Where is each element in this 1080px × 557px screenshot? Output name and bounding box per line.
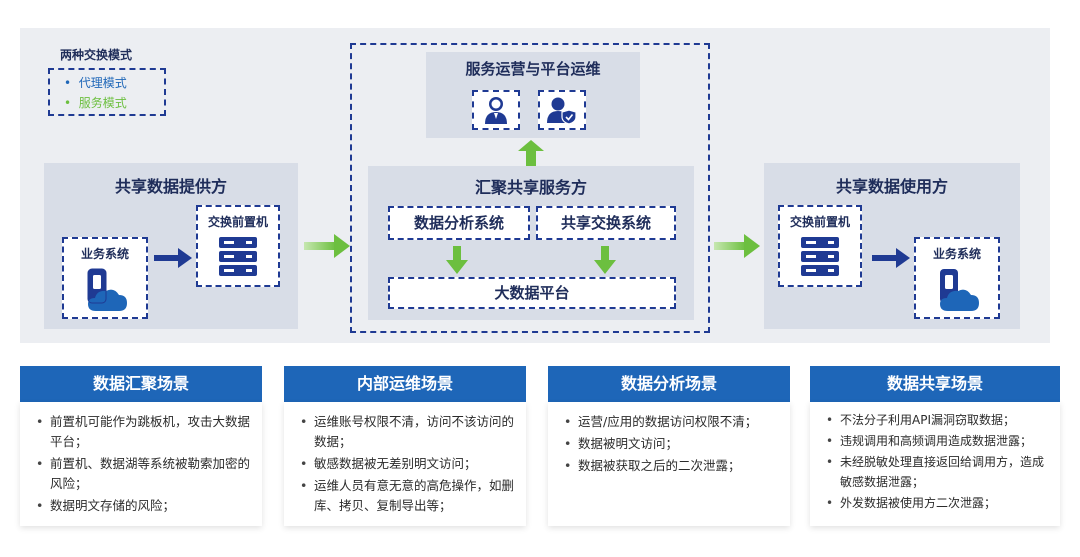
card-title: 数据分析场景 bbox=[548, 366, 790, 402]
person-icon bbox=[472, 90, 520, 130]
consumer-panel: 共享数据使用方 交换前置机 业务系统 bbox=[764, 163, 1020, 329]
card-item: 不法分子利用API漏洞窃取数据； bbox=[824, 410, 1050, 430]
card-body: 运维账号权限不清，访问不该访问的数据； 敏感数据被无差别明文访问； 运维人员有意… bbox=[284, 402, 526, 526]
ops-title: 服务运营与平台运维 bbox=[465, 60, 601, 78]
provider-panel: 共享数据提供方 业务系统 交换前置机 bbox=[44, 163, 298, 329]
provider-title: 共享数据提供方 bbox=[114, 177, 227, 196]
provider-business-system: 业务系统 bbox=[62, 237, 148, 319]
flow-arrow-right-icon bbox=[714, 234, 760, 258]
card-title: 数据汇聚场景 bbox=[20, 366, 262, 402]
legend-item-proxy: • 代理模式 bbox=[64, 74, 127, 91]
server-icon bbox=[801, 237, 839, 276]
bigdata-platform-box: 大数据平台 bbox=[388, 277, 676, 309]
legend-item-label: 代理模式 bbox=[78, 76, 127, 90]
analysis-system-box: 数据分析系统 bbox=[388, 206, 530, 240]
frontend-machine-label: 交换前置机 bbox=[789, 215, 850, 229]
arrow-right-icon bbox=[872, 248, 910, 268]
card-body: 运营/应用的数据访问权限不清； 数据被明文访问； 数据被获取之后的二次泄露； bbox=[548, 402, 790, 526]
scenario-card-analysis: 数据分析场景 运营/应用的数据访问权限不清； 数据被明文访问； 数据被获取之后的… bbox=[548, 366, 790, 526]
legend-box: • 代理模式 • 服务模式 bbox=[48, 68, 166, 116]
card-item: 前置机可能作为跳板机，攻击大数据平台； bbox=[34, 412, 252, 452]
ops-panel: 服务运营与平台运维 bbox=[426, 52, 640, 138]
bullet-icon: • bbox=[64, 76, 72, 90]
card-item: 数据被获取之后的二次泄露； bbox=[562, 456, 780, 476]
arrow-down-icon bbox=[446, 246, 468, 274]
bullet-icon: • bbox=[64, 96, 72, 110]
hub-title: 汇聚共享服务方 bbox=[474, 178, 587, 197]
card-item: 敏感数据被无差别明文访问； bbox=[298, 454, 516, 474]
card-body: 不法分子利用API漏洞窃取数据； 违规调用和高频调用造成数据泄露； 未经脱敏处理… bbox=[810, 402, 1060, 526]
card-title: 内部运维场景 bbox=[284, 366, 526, 402]
user-shield-icon bbox=[538, 90, 586, 130]
scenario-card-sharing: 数据共享场景 不法分子利用API漏洞窃取数据； 违规调用和高频调用造成数据泄露；… bbox=[810, 366, 1060, 526]
card-item: 运维账号权限不清，访问不该访问的数据； bbox=[298, 412, 516, 452]
legend-item-label: 服务模式 bbox=[78, 96, 127, 110]
card-item: 违规调用和高频调用造成数据泄露； bbox=[824, 431, 1050, 451]
card-item: 外发数据被使用方二次泄露； bbox=[824, 493, 1050, 513]
scenario-card-aggregation: 数据汇聚场景 前置机可能作为跳板机，攻击大数据平台； 前置机、数据湖等系统被勒索… bbox=[20, 366, 262, 526]
card-item: 运营/应用的数据访问权限不清； bbox=[562, 412, 780, 432]
card-title: 数据共享场景 bbox=[810, 366, 1060, 402]
card-item: 运维人员有意无意的高危操作，如删库、拷贝、复制导出等； bbox=[298, 476, 516, 516]
hub-panel: 汇聚共享服务方 数据分析系统 共享交换系统 大数据平台 bbox=[368, 166, 694, 320]
consumer-business-system: 业务系统 bbox=[914, 237, 1000, 319]
card-item: 数据被明文访问； bbox=[562, 434, 780, 454]
cloud-database-icon bbox=[940, 269, 979, 311]
card-body: 前置机可能作为跳板机，攻击大数据平台； 前置机、数据湖等系统被勒索加密的风险； … bbox=[20, 402, 262, 526]
arrow-right-icon bbox=[154, 248, 192, 268]
consumer-title: 共享数据使用方 bbox=[835, 177, 948, 196]
arrow-up-icon bbox=[518, 140, 544, 166]
card-item: 数据明文存储的风险； bbox=[34, 496, 252, 516]
hub-outer-frame bbox=[350, 43, 710, 333]
business-system-label: 业务系统 bbox=[932, 247, 981, 261]
exchange-system-box: 共享交换系统 bbox=[536, 206, 676, 240]
consumer-frontend-machine: 交换前置机 bbox=[778, 205, 862, 287]
frontend-machine-label: 交换前置机 bbox=[207, 215, 268, 229]
business-system-label: 业务系统 bbox=[80, 247, 129, 261]
arrow-down-icon bbox=[594, 246, 616, 274]
flow-arrow-right-icon bbox=[304, 234, 350, 258]
scenario-card-ops: 内部运维场景 运维账号权限不清，访问不该访问的数据； 敏感数据被无差别明文访问；… bbox=[284, 366, 526, 526]
card-item: 前置机、数据湖等系统被勒索加密的风险； bbox=[34, 454, 252, 494]
cloud-database-icon bbox=[87, 268, 127, 311]
legend-title: 两种交换模式 bbox=[60, 48, 133, 62]
legend-item-service: • 服务模式 bbox=[64, 94, 127, 111]
card-item: 未经脱敏处理直接返回给调用方，造成敏感数据泄露； bbox=[824, 452, 1050, 492]
server-icon bbox=[219, 237, 257, 276]
provider-frontend-machine: 交换前置机 bbox=[196, 205, 280, 287]
